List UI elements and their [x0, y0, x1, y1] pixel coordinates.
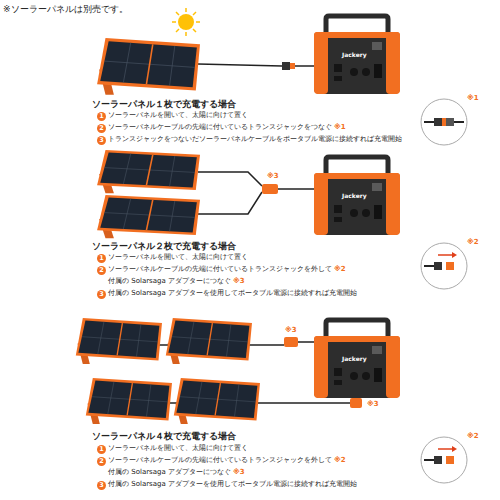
- adapter: [350, 398, 362, 408]
- connector-inset: [421, 99, 467, 145]
- cable: [198, 172, 314, 214]
- callout-mark: ※1: [333, 123, 347, 132]
- brand-logo: Jackery: [342, 51, 367, 59]
- section-heading: ソーラーパネル２枚で充電する場合: [92, 241, 236, 252]
- step-number: 2: [97, 457, 106, 466]
- step-text: ソーラーパネルを開いて、太陽に向けて置く: [108, 253, 248, 262]
- drawing-part: [178, 14, 194, 30]
- step-number: 1: [97, 112, 106, 121]
- drawing-part: [454, 121, 464, 123]
- callout-mark: ※3: [232, 468, 246, 477]
- drawing-part: [295, 65, 314, 67]
- callout-mark: ※3: [266, 172, 280, 181]
- drawing-part: [193, 12, 196, 15]
- cable: [198, 64, 314, 66]
- step-number: 1: [97, 254, 106, 263]
- note-text: ※ソーラーパネルは別売です。: [3, 4, 128, 15]
- callout-mark: ※3: [366, 400, 380, 409]
- adapter: [284, 337, 298, 347]
- callout-mark: ※3: [232, 277, 246, 286]
- power-station: [314, 16, 400, 94]
- drawing-part: [176, 12, 179, 15]
- drawing-part: [185, 32, 187, 36]
- trans-jack: [290, 63, 295, 69]
- solar-panel: [166, 318, 252, 364]
- drawing-part: [446, 118, 454, 126]
- step-number: 2: [97, 266, 106, 275]
- callout-mark: ※3: [284, 326, 298, 335]
- solar-panel: [97, 195, 200, 238]
- callout-mark: ※1: [466, 94, 480, 103]
- step-text: トランスジャックをつないだソーラーパネルケーブルをポータブル電源に接続すれば充電…: [108, 135, 402, 144]
- step-number: 3: [97, 481, 106, 490]
- drawing-part: [172, 21, 176, 23]
- solar-panel: [97, 38, 200, 95]
- callout-mark: ※2: [466, 238, 480, 247]
- drawing-part: [172, 8, 200, 36]
- callout-mark: ※2: [333, 265, 347, 274]
- drawing-part: [198, 64, 282, 66]
- power-station: [314, 157, 400, 235]
- drawing-part: [424, 121, 434, 123]
- drawing-part: [298, 341, 314, 343]
- drawing-part: [176, 29, 179, 32]
- drawing-part: [198, 192, 262, 214]
- step-text: ソーラーパネルを開いて、太陽に向けて置く: [108, 444, 248, 453]
- step-number: 3: [97, 290, 106, 299]
- adapter: [262, 184, 278, 194]
- solar-panel: [76, 318, 162, 364]
- section-heading: ソーラーパネル１枚で充電する場合: [92, 99, 236, 110]
- brand-logo: Jackery: [342, 355, 367, 363]
- drawing-part: [278, 188, 314, 190]
- step-number: 2: [97, 124, 106, 133]
- solar-panel: [97, 150, 200, 193]
- solar-panel: [174, 378, 260, 424]
- trans-jack: [282, 62, 290, 70]
- step-text: 付属の Solarsaga アダプターにつなぐ: [108, 468, 231, 477]
- step-text: ソーラーパネルケーブルの先端に付いているトランスジャックをつなぐ: [108, 123, 332, 132]
- drawing-part: [193, 29, 196, 32]
- drawing-part: [196, 21, 200, 23]
- step-number: 3: [97, 136, 106, 145]
- drawing-part: [442, 118, 446, 126]
- step-number: 1: [97, 445, 106, 454]
- connector-inset: [421, 437, 467, 483]
- section-heading: ソーラーパネル４枚で充電する場合: [92, 431, 236, 442]
- sun: [172, 8, 200, 36]
- drawing-part: [185, 8, 187, 12]
- step-text: ソーラーパネルケーブルの先端に付いているトランスジャックを外して: [108, 265, 332, 274]
- drawing-part: [198, 172, 262, 186]
- step-text: 付属の Solarsaga アダプターを使用してポータブル電源に接続すれば充電開…: [108, 480, 357, 489]
- drawing-part: [434, 118, 442, 126]
- step-text: 付属の Solarsaga アダプターを使用してポータブル電源に接続すれば充電開…: [108, 289, 357, 298]
- brand-logo: Jackery: [342, 192, 367, 200]
- solar-panel: [86, 378, 172, 424]
- power-station: [314, 320, 400, 398]
- step-text: ソーラーパネルを開いて、太陽に向けて置く: [108, 111, 248, 120]
- drawing-part: [421, 99, 467, 145]
- callout-mark: ※2: [333, 456, 347, 465]
- callout-mark: ※2: [466, 432, 480, 441]
- step-text: 付属の Solarsaga アダプターにつなぐ: [108, 277, 231, 286]
- step-text: ソーラーパネルケーブルの先端に付いているトランスジャックを外して: [108, 456, 332, 465]
- connector-inset: [421, 243, 467, 289]
